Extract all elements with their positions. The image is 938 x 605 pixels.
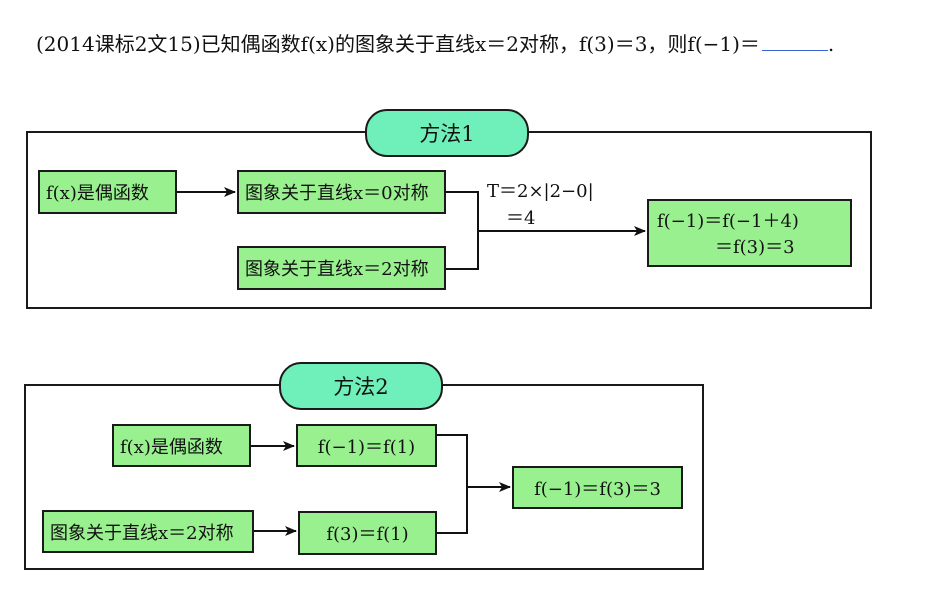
method2-title: 方法2 — [279, 362, 443, 410]
answer-blank — [761, 32, 828, 51]
m1-result-box: f(−1)＝f(−1＋4) ＝f(3)＝3 — [647, 199, 852, 267]
m2-eq1-box: f(−1)＝f(1) — [296, 424, 437, 467]
m1-period-value: ＝4 — [506, 208, 536, 229]
method1-title: 方法1 — [365, 109, 529, 157]
problem-statement: (2014课标2文15)已知偶函数f(x)的图象关于直线x＝2对称，f(3)＝3… — [36, 28, 834, 57]
m1-symmetry-x0-box: 图象关于直线x＝0对称 — [237, 170, 446, 214]
m2-eq2-box: f(3)＝f(1) — [298, 511, 437, 555]
m1-result-line2: ＝f(3)＝3 — [715, 237, 795, 258]
m1-even-function-box: f(x)是偶函数 — [38, 170, 177, 214]
m1-symmetry-x2-box: 图象关于直线x＝2对称 — [237, 246, 446, 290]
blank-end: . — [827, 32, 835, 56]
m2-result-box: f(−1)＝f(3)＝3 — [512, 466, 683, 509]
m2-even-function-box: f(x)是偶函数 — [112, 424, 251, 467]
m2-symmetry-x2-box: 图象关于直线x＝2对称 — [42, 510, 254, 553]
m1-period-formula: T＝2×|2−0| — [487, 181, 594, 202]
problem-text: (2014课标2文15)已知偶函数f(x)的图象关于直线x＝2对称，f(3)＝3… — [36, 32, 760, 56]
m1-result-line1: f(−1)＝f(−1＋4) — [657, 211, 799, 232]
